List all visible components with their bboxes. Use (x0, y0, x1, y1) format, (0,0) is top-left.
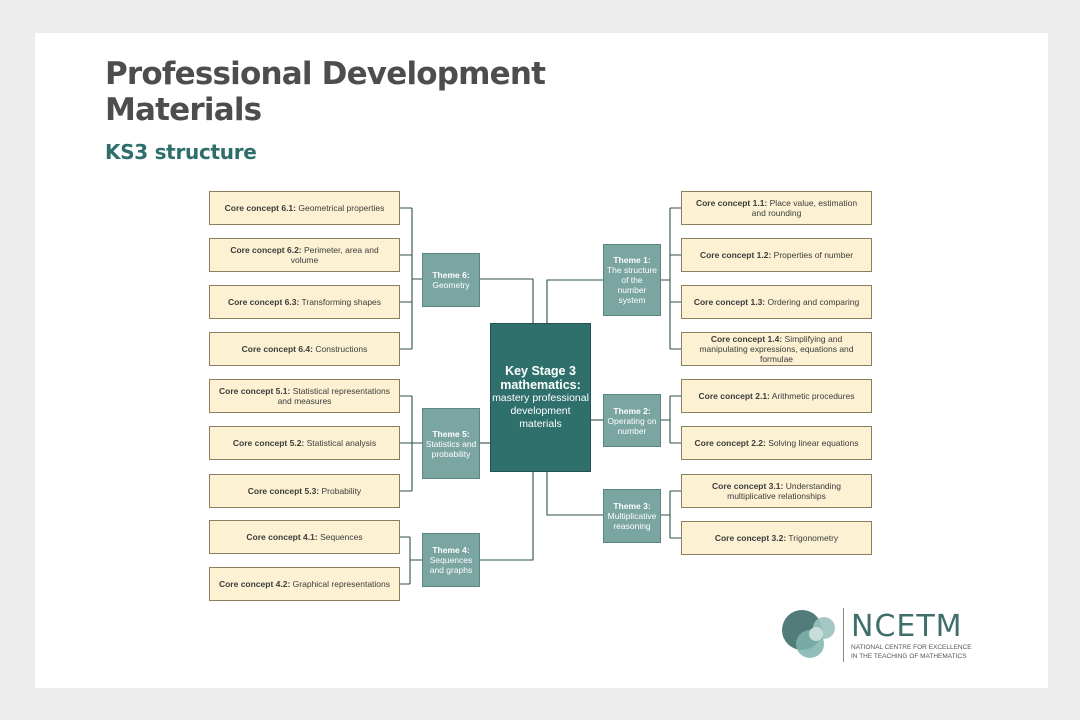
core-concept-6-1: Core concept 6.1: Geometrical properties (209, 191, 400, 225)
core-concept-4-2: Core concept 4.2: Graphical representati… (209, 567, 400, 601)
theme-5: Theme 5:Statistics and probability (422, 408, 480, 479)
theme-1: Theme 1:The structure of the number syst… (603, 244, 661, 316)
page-subtitle: KS3 structure (105, 140, 257, 164)
core-concept-2-1: Core concept 2.1: Arithmetic procedures (681, 379, 872, 413)
ncetm-tagline-2: IN THE TEACHING OF MATHEMATICS (851, 653, 967, 660)
ncetm-wordmark: NCETM (851, 609, 963, 644)
ncetm-circles-icon (782, 610, 835, 658)
core-concept-5-3: Core concept 5.3: Probability (209, 474, 400, 508)
core-concept-3-2: Core concept 3.2: Trigonometry (681, 521, 872, 555)
core-concept-6-4: Core concept 6.4: Constructions (209, 332, 400, 366)
core-concept-3-1: Core concept 3.1: Understanding multipli… (681, 474, 872, 508)
core-concept-5-2: Core concept 5.2: Statistical analysis (209, 426, 400, 460)
theme-4: Theme 4:Sequences and graphs (422, 533, 480, 587)
theme-6: Theme 6:Geometry (422, 253, 480, 307)
ncetm-logo: NCETM NATIONAL CENTRE FOR EXCELLENCE IN … (780, 606, 990, 666)
key-stage-3-center-node: Key Stage 3 mathematics: mastery profess… (490, 323, 591, 472)
page-title: Professional Development Materials (105, 56, 546, 128)
core-concept-1-4: Core concept 1.4: Simplifying and manipu… (681, 332, 872, 366)
core-concept-5-1: Core concept 5.1: Statistical representa… (209, 379, 400, 413)
center-title: Key Stage 3 mathematics: (500, 364, 581, 392)
theme-2: Theme 2:Operating on number (603, 394, 661, 447)
core-concept-1-1: Core concept 1.1: Place value, estimatio… (681, 191, 872, 225)
logo-divider (843, 608, 844, 662)
core-concept-6-3: Core concept 6.3: Transforming shapes (209, 285, 400, 319)
ncetm-tagline-1: NATIONAL CENTRE FOR EXCELLENCE (851, 644, 972, 651)
core-concept-1-2: Core concept 1.2: Properties of number (681, 238, 872, 272)
center-subtitle: mastery professional development materia… (492, 392, 589, 430)
theme-3: Theme 3:Multiplicative reasoning (603, 489, 661, 543)
core-concept-1-3: Core concept 1.3: Ordering and comparing (681, 285, 872, 319)
core-concept-2-2: Core concept 2.2: Solving linear equatio… (681, 426, 872, 460)
core-concept-4-1: Core concept 4.1: Sequences (209, 520, 400, 554)
core-concept-6-2: Core concept 6.2: Perimeter, area and vo… (209, 238, 400, 272)
